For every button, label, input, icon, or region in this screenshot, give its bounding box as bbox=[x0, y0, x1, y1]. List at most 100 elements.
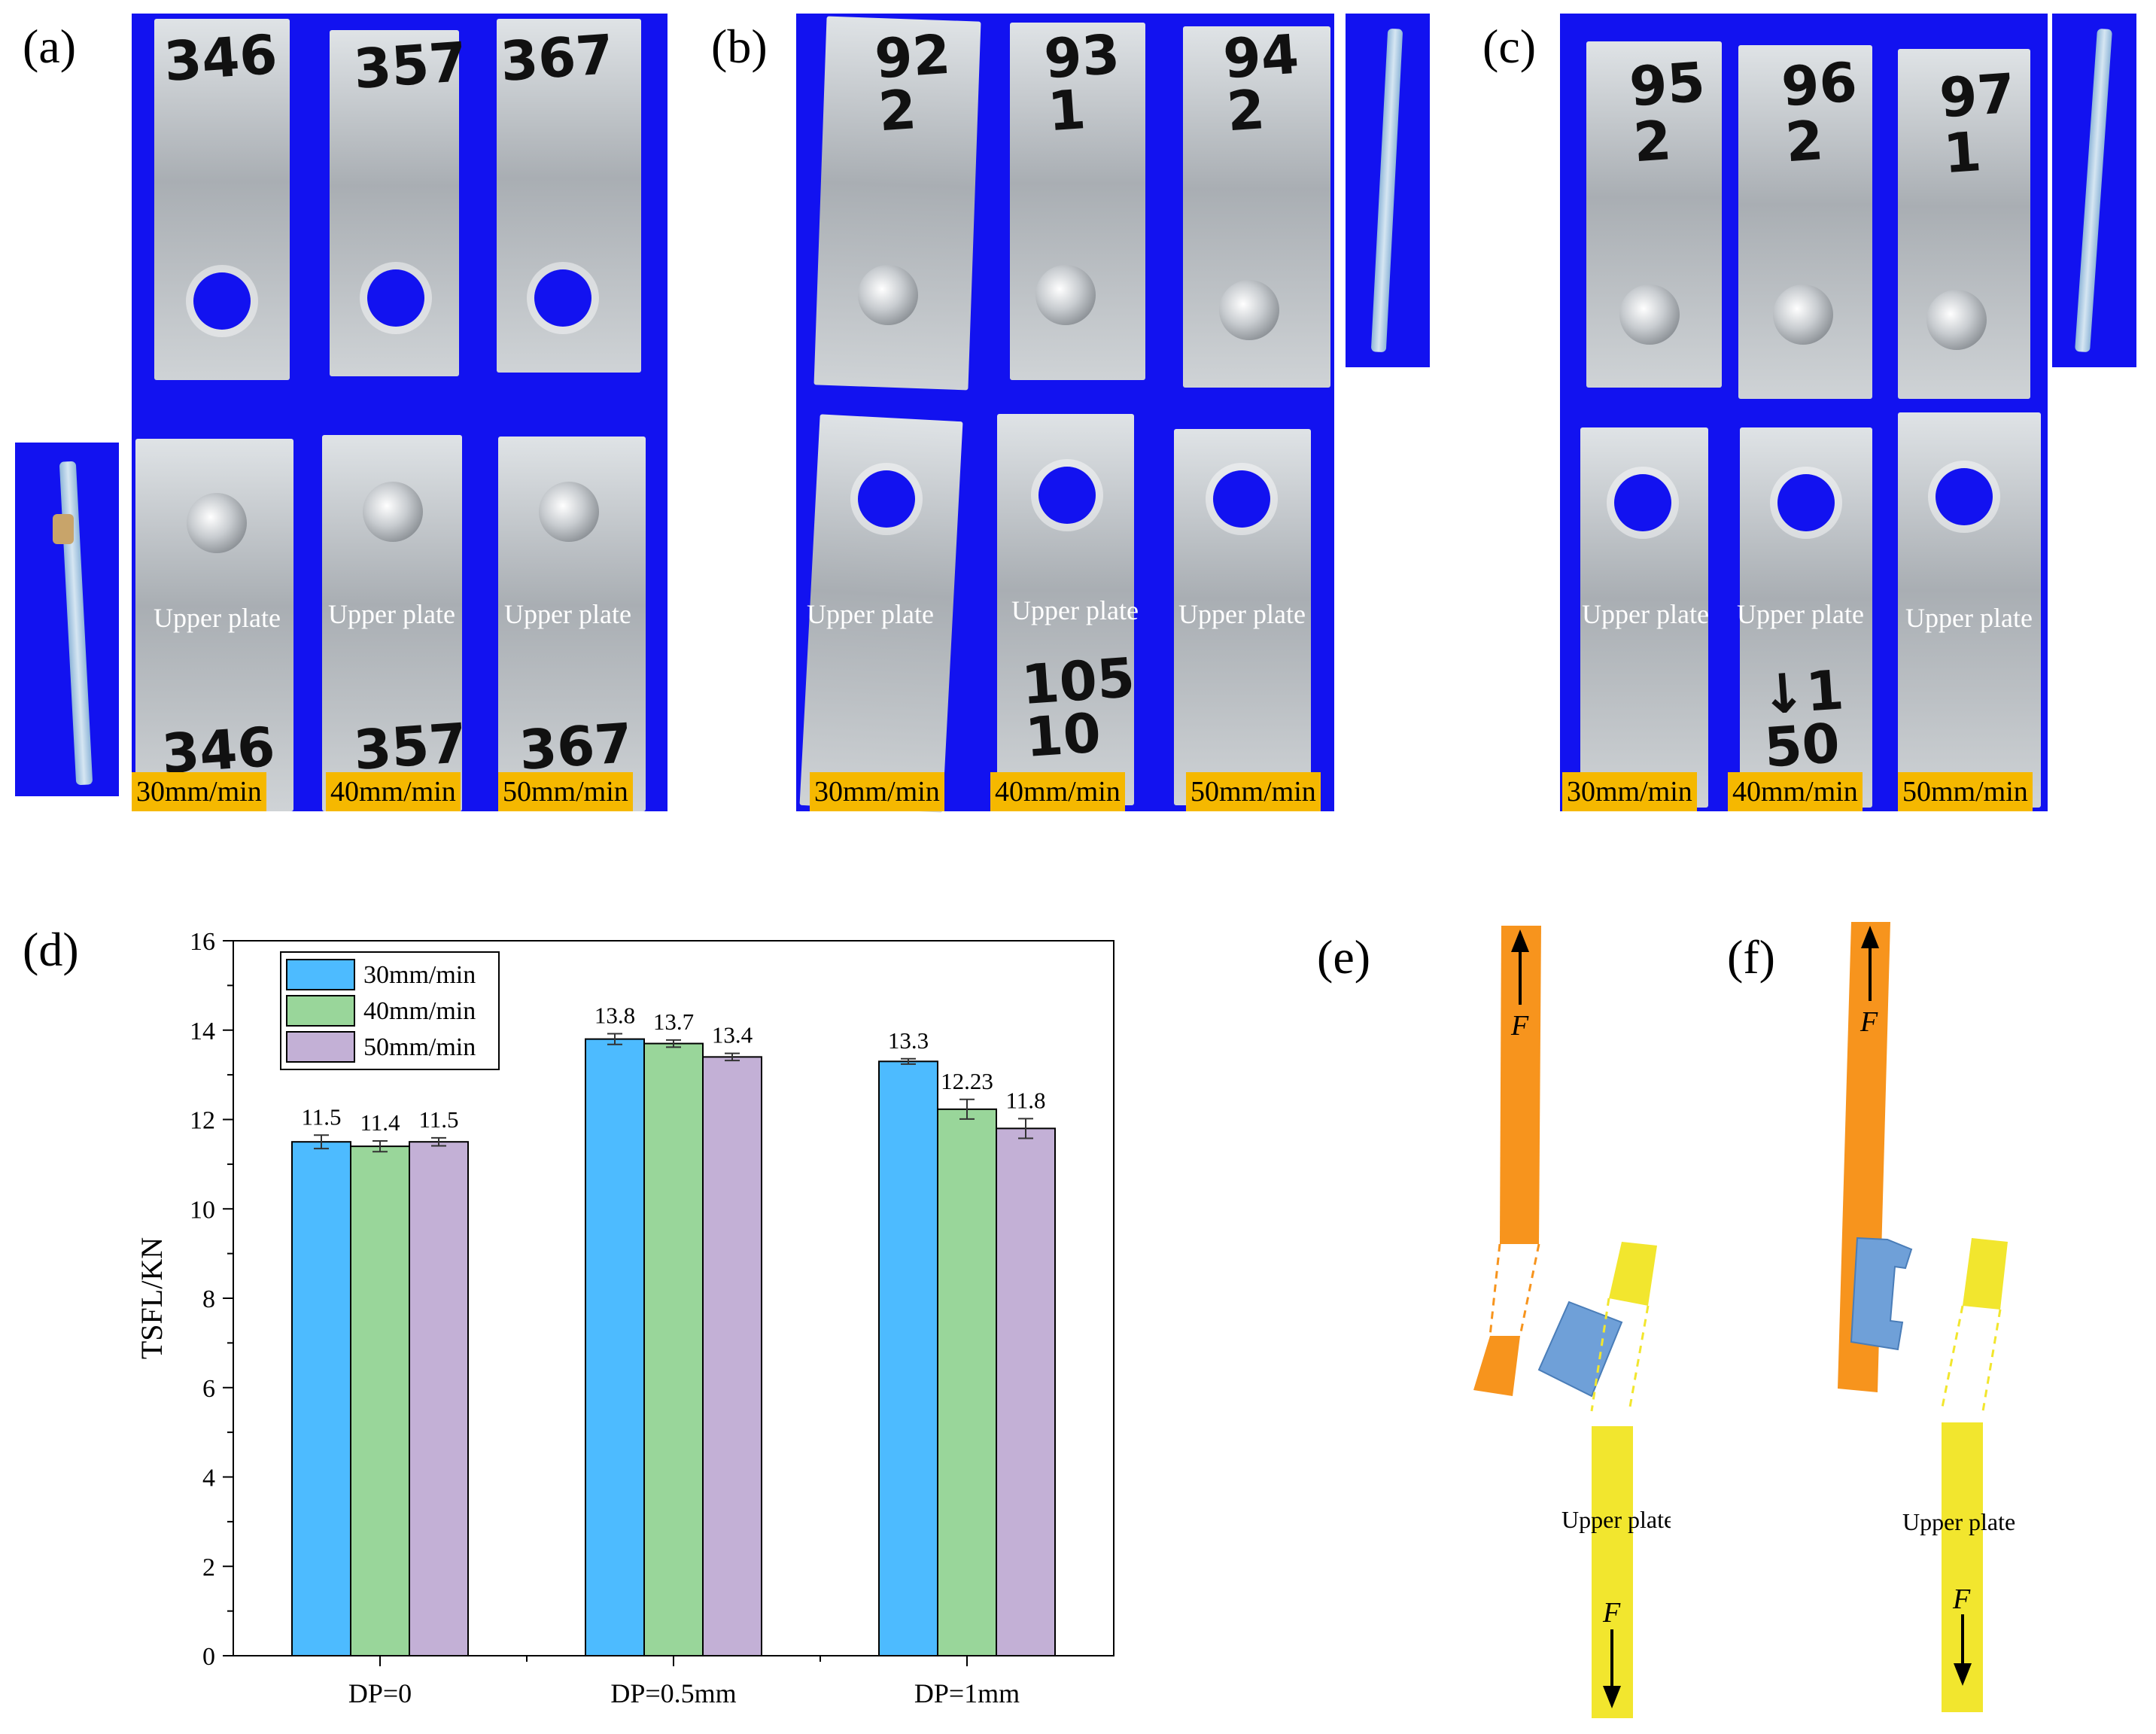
mark-a-bottom-3: 367 bbox=[517, 710, 635, 783]
speed-tag-b-40: 40mm/min bbox=[990, 772, 1125, 811]
mark-a-top-3: 367 bbox=[498, 22, 616, 94]
y-tick-label: 16 bbox=[190, 928, 215, 956]
y-axis-label: TSFL/KN bbox=[135, 1237, 169, 1359]
legend-label: 30mm/min bbox=[363, 961, 476, 989]
upper-plate-label-a2: Upper plate bbox=[328, 599, 455, 629]
side-view-c bbox=[2052, 14, 2136, 367]
rivet-b-top-3 bbox=[1219, 280, 1279, 340]
panel-label-a: (a) bbox=[23, 20, 77, 73]
rivet-e bbox=[1537, 1300, 1623, 1398]
rivet-a-bottom-2 bbox=[363, 482, 423, 542]
lower-plate-e-gap-2 bbox=[1519, 1243, 1540, 1337]
force-label-up-e: F bbox=[1510, 1010, 1529, 1042]
force-arrowhead-down-f bbox=[1954, 1663, 1972, 1686]
schematic-f: F F Upper plate bbox=[1838, 922, 2015, 1712]
upper-plate-e-gap bbox=[1590, 1297, 1610, 1412]
x-tick-label: DP=0.5mm bbox=[610, 1678, 736, 1708]
hole-b-bottom-1 bbox=[858, 470, 915, 528]
y-tick-label: 12 bbox=[190, 1107, 215, 1135]
speed-tag-c-40: 40mm/min bbox=[1728, 772, 1863, 811]
y-tick-label: 14 bbox=[190, 1018, 215, 1045]
y-tick-label: 2 bbox=[202, 1553, 215, 1581]
legend-swatch bbox=[286, 995, 355, 1027]
data-label: 13.7 bbox=[653, 1008, 694, 1035]
upper-plate-e-top bbox=[1609, 1242, 1657, 1306]
rivet-a-bottom-1 bbox=[187, 493, 247, 553]
rivet-c-top-2 bbox=[1773, 284, 1833, 345]
bar bbox=[996, 1127, 1056, 1656]
lower-plate-e-top bbox=[1500, 926, 1541, 1244]
hole-c-bottom-1 bbox=[1614, 474, 1671, 531]
rivet-b-top-1 bbox=[858, 265, 918, 325]
bar bbox=[702, 1056, 762, 1656]
legend-swatch bbox=[286, 1031, 355, 1063]
side-view-b bbox=[1346, 14, 1430, 367]
panel-label-b: (b) bbox=[711, 20, 768, 73]
upper-plate-f-bottom bbox=[1942, 1422, 1983, 1712]
bar bbox=[409, 1141, 469, 1656]
legend-label: 50mm/min bbox=[363, 1033, 476, 1061]
panel-label-e: (e) bbox=[1317, 930, 1371, 984]
legend-swatch bbox=[286, 959, 355, 990]
bar bbox=[878, 1060, 938, 1656]
mark-b-bottom-2: 105 10 bbox=[1019, 645, 1137, 770]
y-tick-label: 8 bbox=[202, 1285, 215, 1313]
speed-tag-b-50: 50mm/min bbox=[1186, 772, 1321, 811]
hole-a-top-2 bbox=[367, 269, 424, 327]
speed-tag-c-30: 30mm/min bbox=[1562, 772, 1697, 811]
force-arrowhead-up-f bbox=[1861, 926, 1879, 948]
mark-b-top-1: 92 2 bbox=[872, 22, 953, 144]
data-label: 12.23 bbox=[941, 1068, 993, 1094]
panel-label-d: (d) bbox=[23, 923, 79, 976]
bar bbox=[585, 1038, 645, 1656]
speed-tag-c-50: 50mm/min bbox=[1898, 772, 2033, 811]
upper-plate-label-b3: Upper plate bbox=[1178, 599, 1306, 629]
data-label: 13.3 bbox=[888, 1027, 929, 1054]
hole-c-bottom-2 bbox=[1777, 474, 1835, 531]
force-label-down-e: F bbox=[1602, 1597, 1621, 1629]
mark-a-bottom-2: 357 bbox=[351, 710, 470, 783]
speed-tag-a-40: 40mm/min bbox=[326, 772, 461, 811]
hole-a-top-1 bbox=[193, 272, 251, 330]
force-arrowhead-up-e bbox=[1511, 929, 1529, 952]
data-label: 13.8 bbox=[594, 1002, 635, 1029]
lower-plate-e-gap bbox=[1489, 1243, 1501, 1337]
lower-plate-e-bottom bbox=[1473, 1336, 1520, 1396]
side-view-a-rivet bbox=[53, 514, 74, 544]
bar bbox=[937, 1108, 997, 1656]
legend-label: 40mm/min bbox=[363, 997, 476, 1025]
panel-label-f: (f) bbox=[1727, 930, 1775, 984]
mark-c-top-2: 96 2 bbox=[1779, 50, 1860, 175]
hole-c-bottom-3 bbox=[1936, 468, 1993, 525]
panel-label-c: (c) bbox=[1482, 20, 1537, 73]
schematic-e: F F Upper plate bbox=[1473, 926, 1671, 1718]
mark-c-bottom-2: ↓1 50 bbox=[1758, 658, 1846, 780]
mark-b-top-2: 93 1 bbox=[1042, 22, 1122, 144]
upper-plate-label-a1: Upper plate bbox=[154, 603, 281, 633]
upper-plate-label-b1: Upper plate bbox=[807, 599, 934, 629]
rivet-c-top-1 bbox=[1619, 284, 1680, 345]
bar bbox=[350, 1145, 410, 1656]
upper-plate-f-gap-2 bbox=[1981, 1309, 2002, 1412]
hole-a-top-3 bbox=[534, 269, 591, 327]
side-view-a-plate bbox=[59, 461, 93, 786]
side-view-b-plate bbox=[1370, 28, 1403, 353]
upper-plate-label-c1: Upper plate bbox=[1582, 599, 1709, 629]
upper-plate-e-bottom bbox=[1592, 1426, 1633, 1718]
upper-plate-f-gap bbox=[1940, 1305, 1964, 1412]
upper-plate-label-c2: Upper plate bbox=[1737, 599, 1864, 629]
data-label: 13.4 bbox=[712, 1022, 753, 1048]
rivet-a-bottom-3 bbox=[539, 482, 599, 542]
y-tick-label: 0 bbox=[202, 1643, 215, 1671]
data-label: 11.5 bbox=[418, 1106, 458, 1133]
mark-b-top-3: 94 2 bbox=[1221, 22, 1301, 144]
upper-plate-f-top bbox=[1963, 1238, 2008, 1310]
rivet-f bbox=[1850, 1237, 1913, 1351]
force-label-down-f: F bbox=[1952, 1583, 1971, 1615]
side-view-c-plate bbox=[2075, 28, 2112, 353]
data-label: 11.5 bbox=[301, 1103, 341, 1130]
rivet-b-top-2 bbox=[1035, 265, 1096, 325]
bar bbox=[643, 1042, 704, 1656]
data-label: 11.8 bbox=[1005, 1087, 1045, 1113]
